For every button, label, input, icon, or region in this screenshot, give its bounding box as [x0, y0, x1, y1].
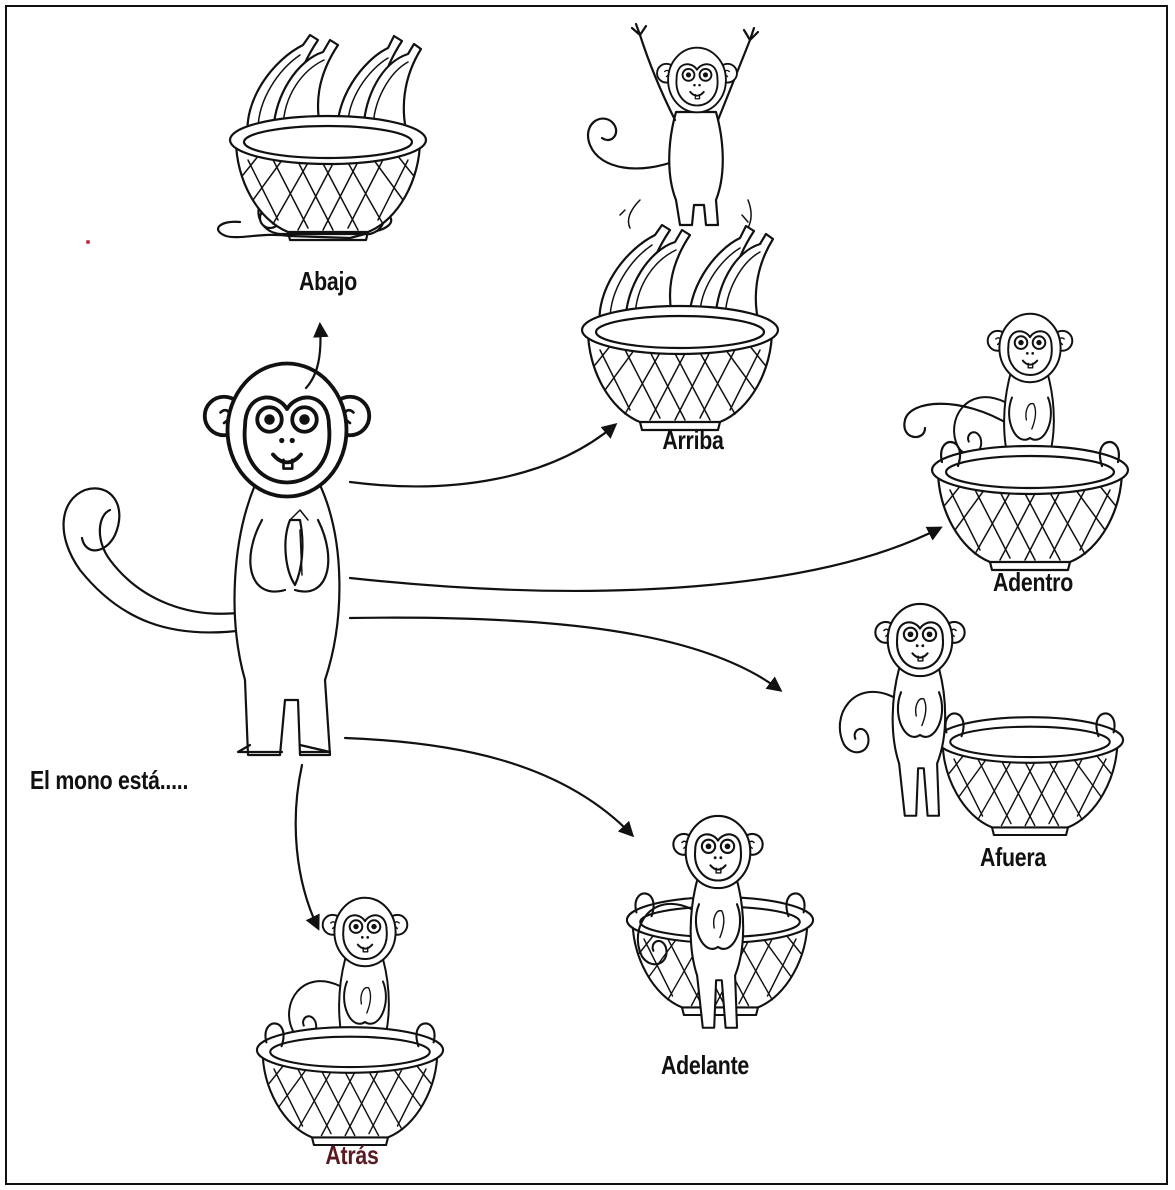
label-abajo: Abajo: [299, 266, 357, 297]
label-adelante: Adelante: [661, 1050, 749, 1081]
adelante-illustration: [627, 816, 813, 1028]
arrows: [296, 325, 940, 928]
caption: El mono está.....: [30, 765, 188, 796]
label-afuera: Afuera: [980, 842, 1046, 873]
arriba-illustration: [582, 24, 778, 430]
adentro-illustration: [904, 314, 1128, 570]
label-atras: Atrás: [325, 1140, 378, 1171]
afuera-illustration: [840, 604, 1123, 835]
main-monkey: [64, 364, 370, 756]
stray-dot: [86, 240, 90, 244]
abajo-illustration: [218, 35, 426, 240]
label-arriba: Arriba: [662, 425, 723, 456]
label-adentro: Adentro: [993, 567, 1073, 598]
atras-illustration: [257, 898, 443, 1145]
